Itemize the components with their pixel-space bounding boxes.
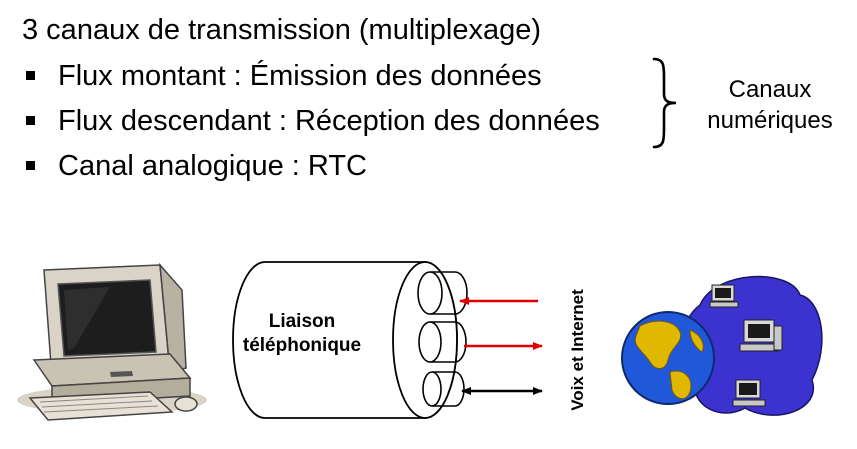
network-computer-icon	[709, 284, 739, 308]
bullet-icon	[26, 71, 35, 80]
curly-brace-icon	[652, 57, 677, 149]
bullet-icon	[26, 116, 35, 125]
bullet-text-upstream: Flux montant : Émission des données	[58, 60, 542, 92]
digital-channels-label-line2: numériques	[707, 107, 833, 134]
voice-internet-label: Voix et Internet	[568, 289, 587, 411]
page-title: 3 canaux de transmission (multiplexage)	[22, 14, 542, 46]
bullet-text-analog: Canal analogique : RTC	[58, 150, 367, 182]
bullet-text-downstream: Flux descendant : Réception des données	[58, 105, 600, 137]
cable-label-line2: téléphonique	[242, 335, 362, 356]
cable-label: Liaison téléphonique	[232, 310, 372, 358]
cable-label-line1: Liaison	[268, 311, 336, 332]
network-computer-icon	[739, 319, 783, 352]
network-computer-icon	[732, 379, 766, 407]
digital-channels-label: Canaux numériques	[690, 74, 850, 136]
internet-network-icon	[621, 275, 823, 416]
telephone-cable-icon	[232, 261, 468, 419]
desktop-computer-icon	[17, 262, 207, 421]
bullet-icon	[26, 161, 35, 170]
digital-channels-label-line1: Canaux	[728, 76, 812, 103]
